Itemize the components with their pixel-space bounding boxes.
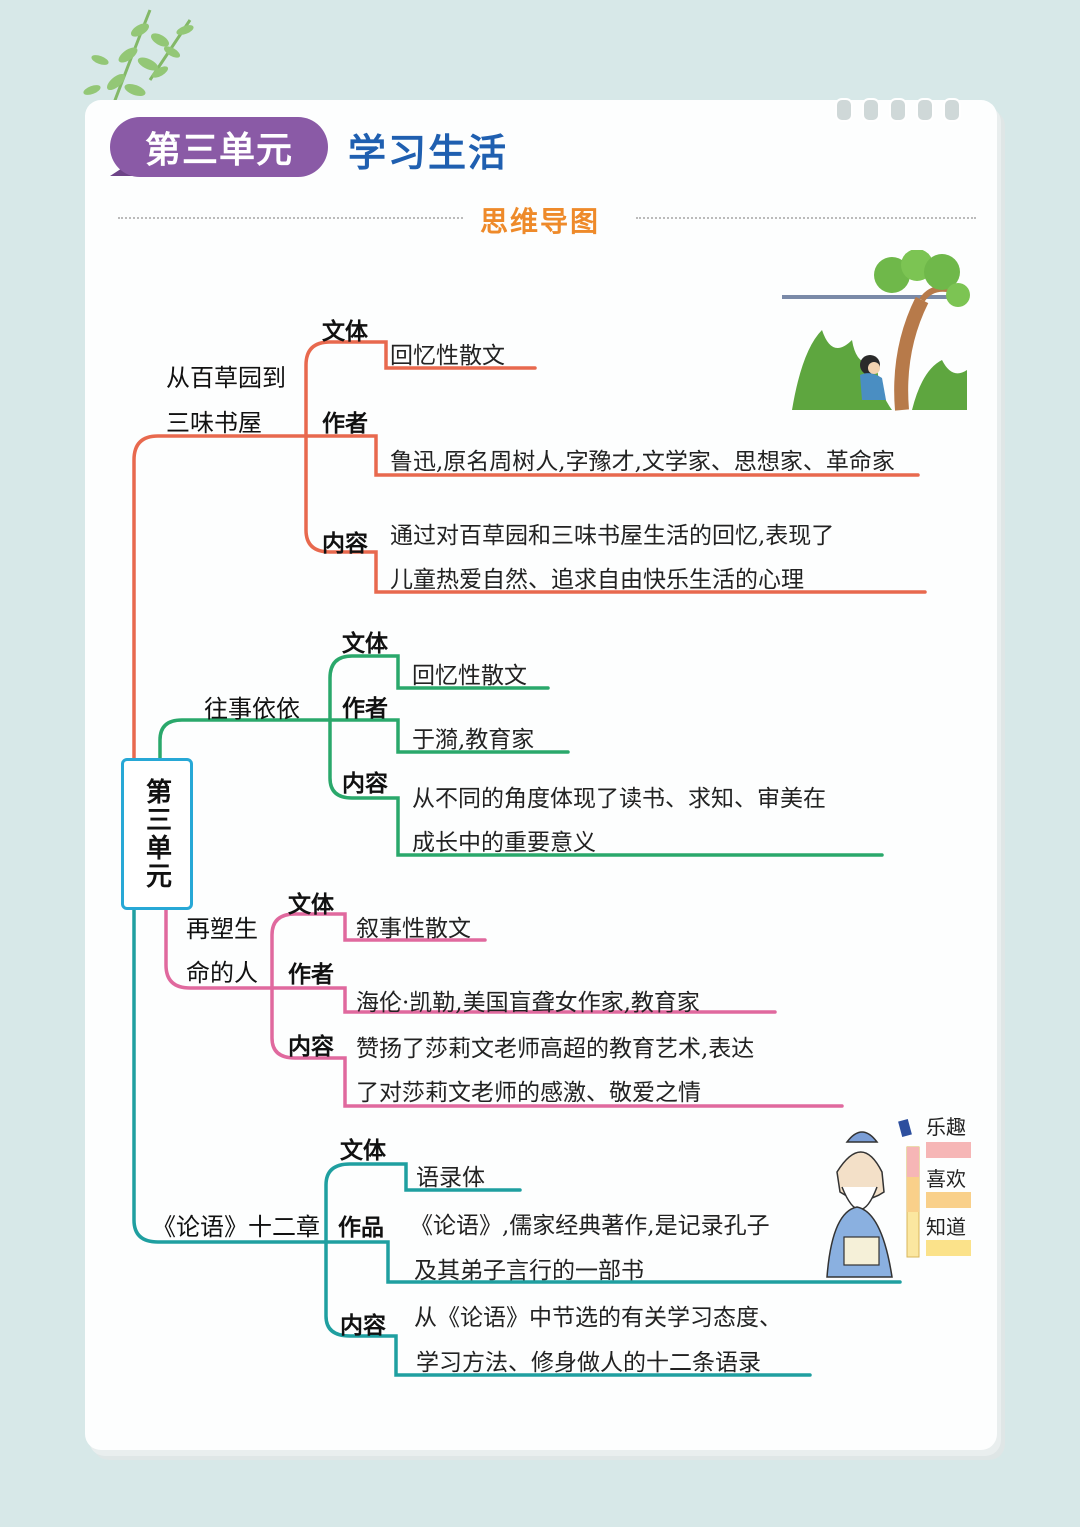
- node-text: 儿童热爱自然、追求自由快乐生活的心理: [390, 567, 804, 593]
- node-label: 作品: [338, 1215, 384, 1241]
- node-text: 海伦·凯勒,美国盲聋女作家,教育家: [356, 990, 700, 1016]
- node-text: 回忆性散文: [390, 343, 505, 369]
- label-know: 知道: [926, 1215, 966, 1239]
- node-label: 文体: [288, 892, 334, 918]
- center-node-label: 第三单元: [141, 778, 172, 890]
- branch-title: 再塑生: [186, 915, 258, 943]
- node-text: 通过对百草园和三味书屋生活的回忆,表现了: [390, 523, 835, 549]
- label-fun: 乐趣: [926, 1115, 966, 1139]
- node-text: 从不同的角度体现了读书、求知、审美在: [412, 786, 826, 812]
- node-label: 文体: [322, 319, 368, 345]
- node-text: 于漪,教育家: [412, 727, 535, 753]
- node-text: 赞扬了莎莉文老师高超的教育艺术,表达: [356, 1036, 755, 1062]
- center-node: 第三单元: [121, 758, 193, 910]
- node-text: 《论语》,儒家经典著作,是记录孔子: [410, 1213, 770, 1239]
- node-text: 了对莎莉文老师的感激、敬爱之情: [356, 1080, 701, 1106]
- node-text: 鲁迅,原名周树人,字豫才,文学家、思想家、革命家: [390, 449, 895, 475]
- node-label: 文体: [342, 631, 388, 657]
- binder-ring: [889, 98, 907, 122]
- node-text: 学习方法、修身做人的十二条语录: [416, 1350, 761, 1376]
- unit-badge: 第三单元: [110, 117, 328, 177]
- node-text: 及其弟子言行的一部书: [414, 1258, 644, 1284]
- node-label: 内容: [322, 531, 368, 557]
- node-text: 叙事性散文: [356, 916, 471, 942]
- node-text: 成长中的重要意义: [412, 830, 596, 856]
- divider-right: [636, 217, 976, 219]
- divider-left: [118, 217, 463, 219]
- branch-title: 命的人: [186, 959, 258, 987]
- node-label: 作者: [322, 411, 368, 437]
- node-text: 从《论语》中节选的有关学习态度、: [414, 1305, 782, 1331]
- label-like: 喜欢: [926, 1167, 966, 1191]
- branch-title: 三味书屋: [166, 409, 262, 437]
- node-label: 内容: [288, 1034, 334, 1060]
- binder-ring: [835, 98, 853, 122]
- binder-ring: [916, 98, 934, 122]
- node-label: 内容: [340, 1313, 386, 1339]
- node-text: 回忆性散文: [412, 663, 527, 689]
- unit-title: 学习生活: [348, 131, 509, 175]
- branch-title: 往事依依: [204, 695, 300, 723]
- binder-ring: [862, 98, 880, 122]
- binder-ring: [943, 98, 961, 122]
- branch-title: 从百草园到: [166, 364, 286, 392]
- garden-illustration: [782, 250, 970, 411]
- node-label: 作者: [288, 962, 334, 988]
- node-label: 内容: [342, 771, 388, 797]
- node-label: 作者: [342, 696, 388, 722]
- section-title: 思维导图: [479, 205, 600, 238]
- confucius-illustration: 乐趣 喜欢 知道: [826, 1115, 971, 1278]
- node-text: 语录体: [416, 1165, 485, 1191]
- node-label: 文体: [340, 1138, 386, 1164]
- branch-title: 《论语》十二章: [152, 1213, 320, 1241]
